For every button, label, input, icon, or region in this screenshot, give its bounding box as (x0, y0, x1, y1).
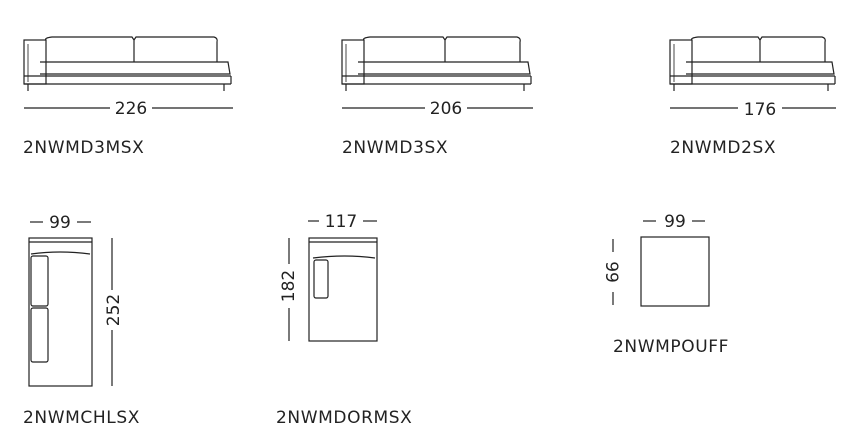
sofa-elevation-drawing (669, 36, 836, 91)
module-2nwmdormsx: 117 182 2NWMDORMSX (276, 212, 412, 428)
width-dimension: 176 (744, 100, 776, 120)
module-code: 2NWMD2SX (670, 138, 776, 158)
module-2nwmd2sx: 176 2NWMD2SX (669, 36, 836, 158)
sofa-plan-drawing (28, 237, 93, 387)
depth-dimension: 182 (279, 270, 299, 302)
module-2nwmpouff: 99 99 2NWMPOUFF (601, 212, 729, 357)
module-2nwmd3msx: 226 2NWMD3MSX (23, 36, 233, 158)
width-dimension: 226 (115, 99, 147, 119)
depth-dimension: 99 (601, 261, 621, 283)
width-dimension: 117 (325, 212, 357, 232)
depth-dimension: 252 (104, 294, 124, 326)
width-dimension: 206 (430, 99, 462, 119)
sofa-elevation-drawing (341, 36, 532, 91)
width-dimension: 99 (49, 213, 71, 233)
width-dimension: 99 (664, 212, 686, 232)
module-code: 2NWMDORMSX (276, 408, 412, 428)
module-2nwmd3sx: 206 2NWMD3SX (341, 36, 533, 158)
module-2nwmchlsx: 99 252 2NWMCHLSX (23, 213, 140, 428)
sofa-elevation-drawing (23, 36, 232, 91)
pouf-plan-drawing (640, 236, 710, 307)
module-code: 2NWMD3MSX (23, 138, 144, 158)
module-code: 2NWMCHLSX (23, 408, 140, 428)
sofa-plan-drawing (308, 237, 378, 342)
module-code: 2NWMPOUFF (613, 337, 729, 357)
module-code: 2NWMD3SX (342, 138, 448, 158)
